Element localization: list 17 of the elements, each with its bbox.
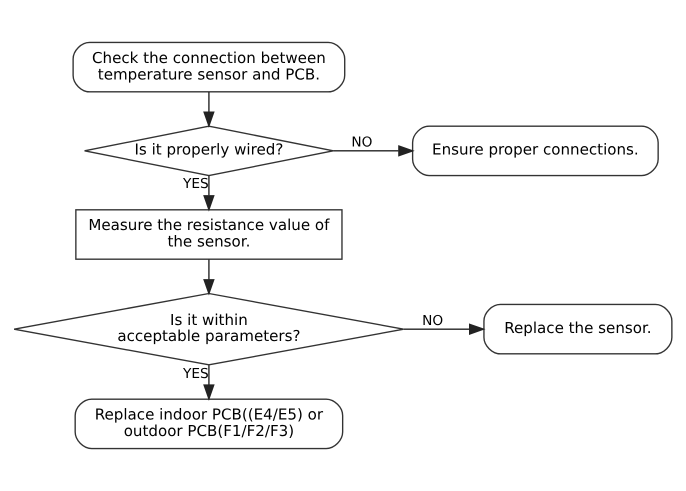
node-box: Measure the resistance value of the sensor. (75, 209, 343, 260)
node-diamond: Is it properly wired? (84, 125, 334, 176)
arrow (404, 323, 486, 335)
arrow (333, 145, 415, 157)
edge-label: YES (183, 176, 209, 192)
arrow (203, 260, 215, 296)
arrow (203, 176, 215, 212)
node-box: Check the connection between temperature sensor and PCB. (72, 42, 346, 93)
edge-label: NO (422, 313, 444, 330)
arrow (203, 365, 215, 401)
edge-label: NO (351, 134, 372, 151)
node-box: Replace the sensor. (483, 304, 673, 355)
node-diamond: Is it within acceptable parameters? (13, 292, 404, 366)
node-box: Replace indoor PCB((E4/E5) or outdoor PCB(F1/F2/F3) (74, 398, 344, 450)
edge-label: YES (183, 366, 209, 382)
arrow (203, 92, 215, 128)
node-box: Ensure proper connections. (412, 125, 659, 176)
